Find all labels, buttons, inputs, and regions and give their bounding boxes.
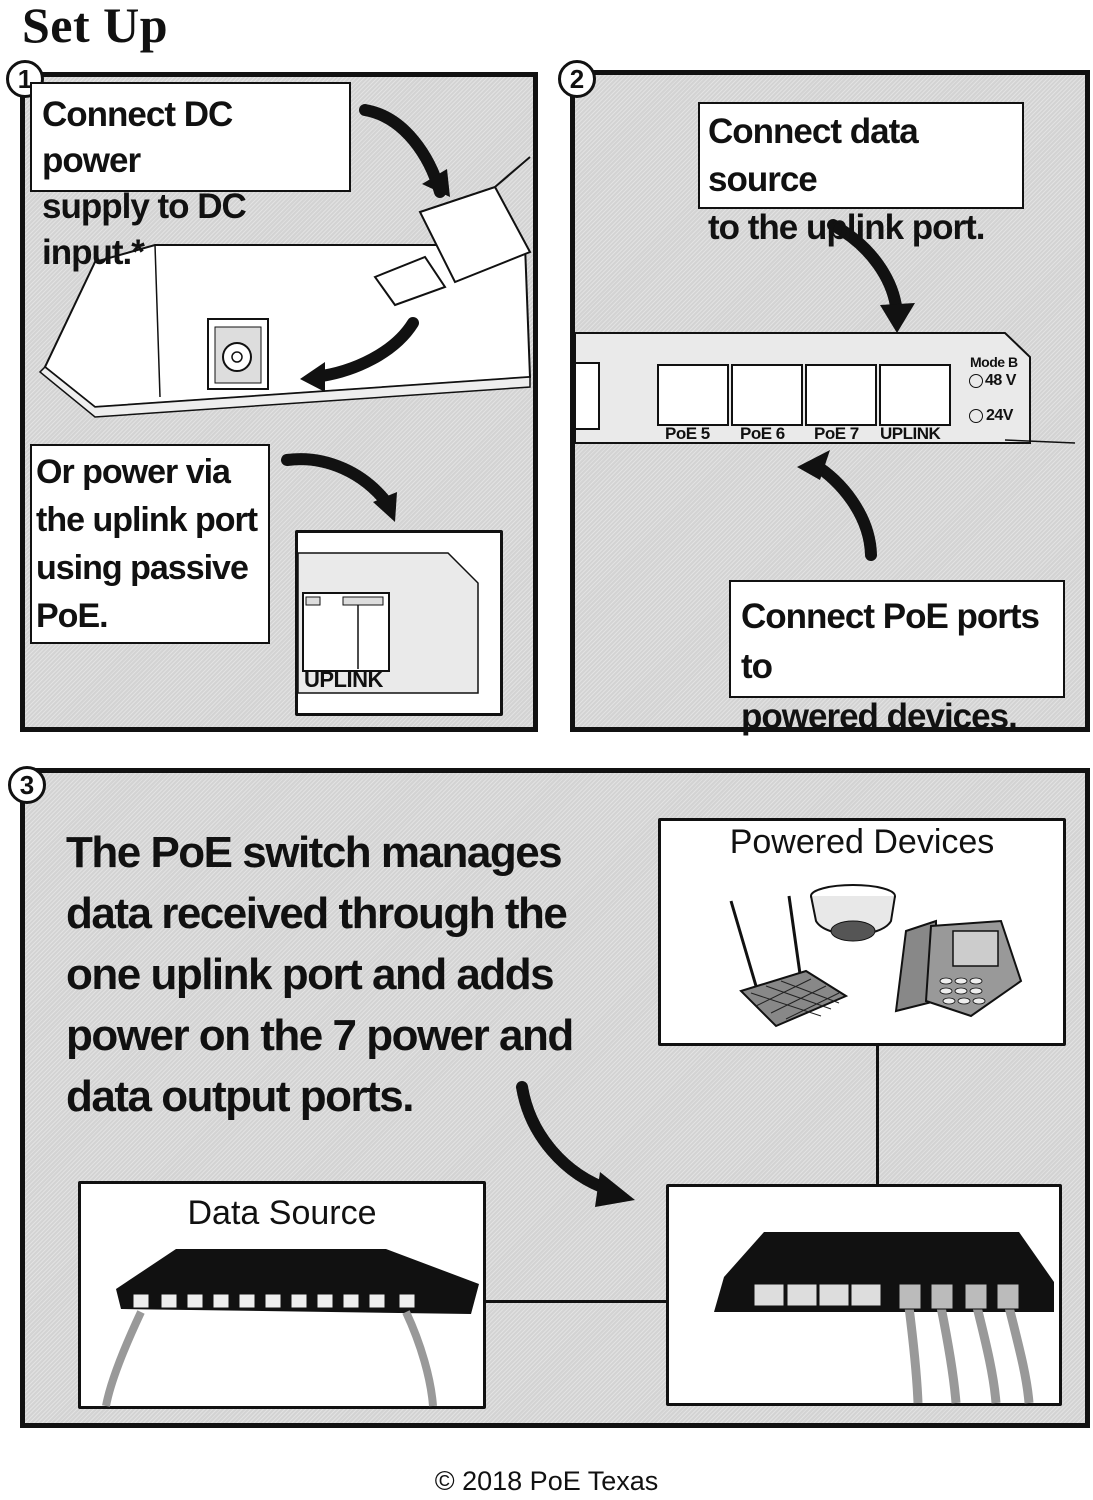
ethernet-cable-icon (402, 1310, 437, 1407)
callout-line: Connect data source (708, 112, 919, 199)
dc-power-plug-icon (373, 156, 532, 307)
callout-line: to the uplink port. (708, 208, 986, 247)
ethernet-cable-icon (102, 1310, 145, 1407)
data-source-title: Data Source (187, 1194, 377, 1232)
ethernet-cable-icon (904, 1306, 923, 1404)
description-line: data output ports. (66, 1072, 414, 1121)
arrow-icon (809, 459, 877, 561)
ethernet-cable-icon (936, 1306, 961, 1404)
mode-option-label: 24V (986, 407, 1013, 424)
step-3-badge: 3 (8, 766, 46, 804)
step-2-callout-poe-ports: Connect PoE ports to powered devices. (729, 580, 1065, 736)
uplink-port (879, 364, 951, 426)
poe-switch-side-illustration (38, 104, 532, 522)
poe-port-6 (731, 364, 803, 426)
powered-devices-drawing (729, 884, 1023, 1028)
mode-option-label: 48 V (985, 372, 1016, 389)
ethernet-cable-icon (972, 1305, 1001, 1404)
callout-line: Connect PoE ports to (741, 597, 1040, 686)
powered-devices-box: Powered Devices (658, 818, 1066, 1046)
description-line: power on the 7 power and (66, 1011, 574, 1060)
port-label-uplink: UPLINK (880, 424, 941, 443)
description-line: one uplink port and adds (66, 950, 555, 999)
port-label-poe-6: PoE 6 (740, 424, 785, 443)
poe-switch-cabled-drawing (714, 1232, 1054, 1404)
mode-option-48v: 48 V (969, 372, 1016, 390)
step-2-callout-data-source: Connect data source to the uplink port. (698, 102, 1024, 247)
description-line: The PoE switch manages (66, 828, 563, 877)
ethernet-cable-icon (1004, 1305, 1034, 1404)
uplink-port-inset-drawing (297, 552, 479, 694)
mode-label: Mode B (970, 354, 1018, 370)
radio-indicator-icon (969, 374, 983, 388)
data-source-switch-drawing (102, 1249, 479, 1407)
arrow-icon (359, 104, 446, 198)
step-1-callout-dc-power: Connect DC power supply to DC input.* (30, 82, 351, 272)
callout-line: Or power via (36, 453, 231, 491)
poe-port-5 (657, 364, 729, 426)
poe-switch-box (666, 1184, 1062, 1406)
description-line: data received through the (66, 889, 568, 938)
connector-line (876, 1044, 879, 1184)
arrow-icon (309, 317, 419, 383)
uplink-port-label: UPLINK (304, 667, 383, 692)
callout-line: the uplink port (36, 501, 258, 539)
callout-line: supply to DC input.* (42, 187, 247, 272)
mode-option-24v: 24V (969, 407, 1013, 425)
port-label-poe-5: PoE 5 (665, 424, 710, 443)
step-2-badge: 2 (558, 60, 596, 98)
callout-line: powered devices. (741, 697, 1018, 736)
dome-camera-icon (810, 884, 896, 942)
connector-line (486, 1300, 666, 1303)
wifi-router-icon (729, 895, 849, 1028)
arrow-icon (827, 219, 903, 321)
arrow-icon (281, 453, 396, 513)
powered-devices-title: Powered Devices (729, 823, 995, 861)
arrow-icon (516, 1081, 635, 1207)
radio-indicator-icon (969, 409, 983, 423)
step-1-callout-passive-poe: Or power via the uplink port using passi… (30, 444, 270, 644)
callout-line: PoE. (36, 597, 109, 635)
poe-port-7 (805, 364, 877, 426)
uplink-port-inset: UPLINK (295, 530, 503, 716)
data-source-box: Data Source (78, 1181, 486, 1409)
ip-phone-icon (894, 919, 1023, 1018)
page-title: Set Up (22, 0, 169, 53)
port-label-poe-7: PoE 7 (814, 424, 859, 443)
callout-line: using passive (36, 549, 249, 587)
step-3-description: The PoE switch manages data received thr… (66, 822, 574, 1127)
callout-line: Connect DC power (42, 95, 233, 180)
copyright-footer: © 2018 PoE Texas (434, 1466, 659, 1496)
